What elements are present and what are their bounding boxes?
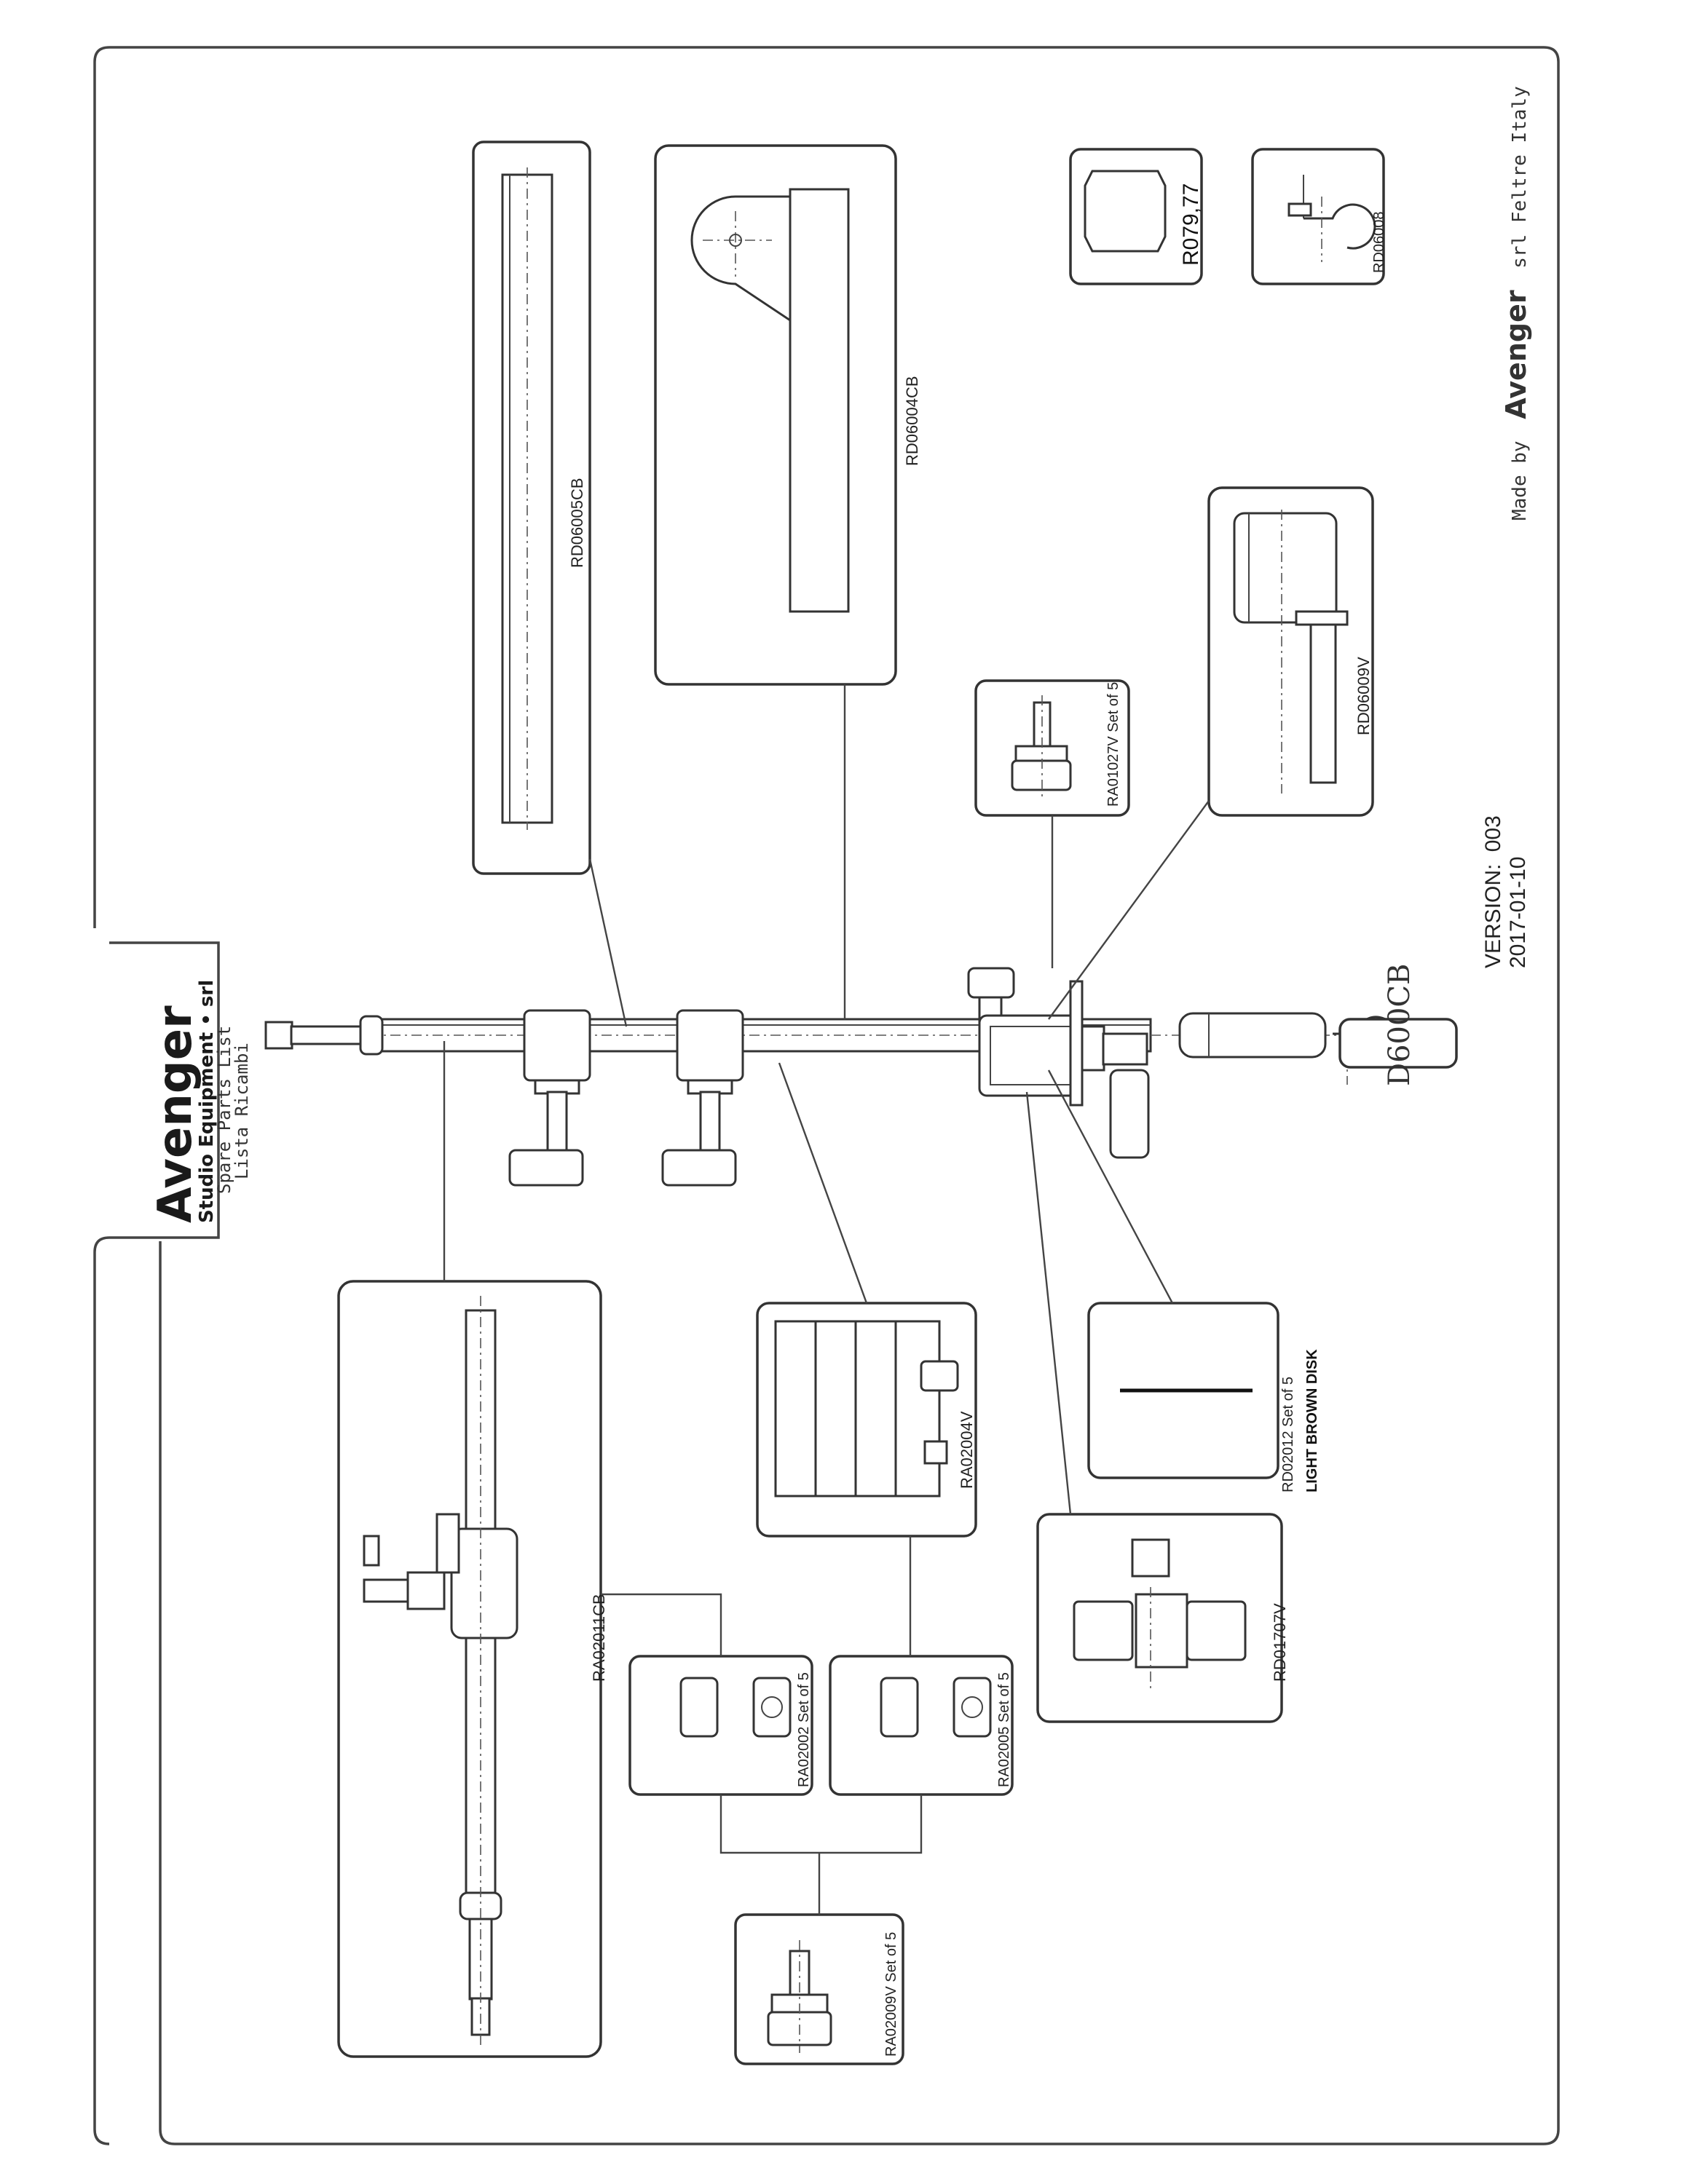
- part-ra02002: RA02002 Set of 5: [628, 1655, 813, 1796]
- part-ra02005: RA02005 Set of 5: [829, 1655, 1014, 1796]
- brand-line-en: Spare Parts List: [214, 1026, 234, 1194]
- part-rd02012: RD02012 Set of 5 LIGHT BROWN DISK: [1087, 1302, 1320, 1492]
- part-code-ra02004v: RA02004V: [958, 1411, 976, 1489]
- part-rd06005cb: RD06005CB: [472, 141, 591, 875]
- part-code-rd06005cb: RD06005CB: [568, 478, 586, 568]
- part-code-ra02005: RA02005 Set of 5: [996, 1672, 1012, 1787]
- part-code-rd06009v: RD06009V: [1354, 657, 1373, 735]
- version-date: 2017-01-10: [1506, 857, 1530, 968]
- sheet-border: [93, 46, 1560, 2145]
- brand-name: Avenger: [149, 1005, 202, 1223]
- part-code-r07977: R079,77: [1179, 183, 1203, 266]
- part-code-rd02012: RD02012 Set of 5: [1280, 1377, 1296, 1492]
- version-info: VERSION: 003 2017-01-10: [1481, 815, 1530, 968]
- version-number: 003: [1481, 815, 1505, 852]
- part-code-rd01707v: RD01707V: [1271, 1603, 1289, 1682]
- leader-lines: [443, 684, 1210, 1915]
- footer-credit: Made by Avenger srl Feltre Italy: [1500, 86, 1532, 521]
- model-badge: D600CB: [1338, 964, 1458, 1086]
- part-ra01027v: RA01027V Set of 5: [974, 679, 1130, 817]
- part-r07977: R079,77: [1069, 148, 1203, 285]
- brand-line-it: Lista Ricambi: [232, 1042, 252, 1179]
- svg-text:VERSION: 003: VERSION: 003: [1481, 815, 1505, 968]
- version-label: VERSION:: [1481, 864, 1505, 968]
- part-code-rd06008: RD06008: [1371, 211, 1387, 273]
- brand-subtitle: Studio Equipment • srl: [196, 980, 218, 1223]
- part-note-rd02012: LIGHT BROWN DISK: [1304, 1349, 1320, 1492]
- part-rd06008: RD06008: [1251, 148, 1387, 285]
- part-code-ra02002: RA02002 Set of 5: [796, 1672, 812, 1787]
- footer-company: Avenger: [1500, 290, 1532, 419]
- footer-made-by: Made by: [1509, 440, 1531, 521]
- model-code: D600CB: [1383, 964, 1416, 1086]
- brand-header: Avenger Studio Equipment • srl Spare Par…: [149, 980, 252, 1223]
- part-rd01707v: RD01707V: [1036, 1513, 1289, 1723]
- part-ra02009v: RA02009V Set of 5: [734, 1913, 904, 2065]
- footer-location: srl Feltre Italy: [1509, 86, 1531, 268]
- part-code-ra01027v: RA01027V Set of 5: [1105, 682, 1121, 807]
- part-code-rd06004cb: RD06004CB: [903, 376, 921, 466]
- svg-text:Made by Avenger sr: Made by Avenger srl Feltre Italy: [1500, 86, 1532, 521]
- part-ra02004v: RA02004V: [756, 1302, 977, 1538]
- part-rd06009v: RD06009V: [1207, 486, 1374, 817]
- boom-assembly: [264, 967, 1398, 1187]
- part-code-ra02009v: RA02009V Set of 5: [883, 1932, 899, 2057]
- part-ra02011cb: RA02011CB: [337, 1280, 608, 2058]
- part-rd06004cb: RD06004CB: [654, 144, 921, 686]
- part-code-ra02011cb: RA02011CB: [590, 1594, 608, 1682]
